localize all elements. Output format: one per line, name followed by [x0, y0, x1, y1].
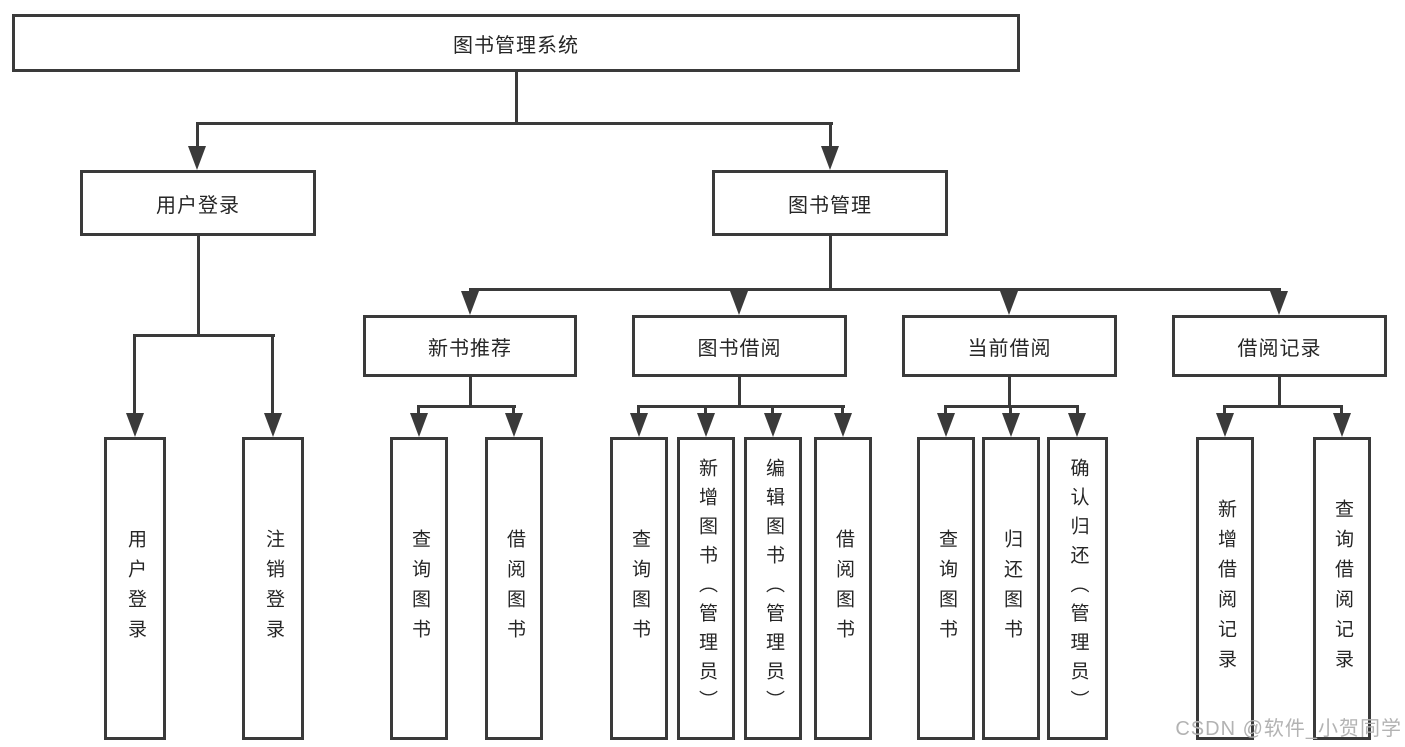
connector-book-mgmt-stem	[829, 236, 832, 290]
arrow-down-icon	[834, 413, 852, 437]
arrow-down-icon	[764, 413, 782, 437]
leaf-confirm-return-admin: 确认归还（管理员）	[1047, 437, 1108, 740]
arrow-down-icon	[188, 146, 206, 170]
arrow-down-icon	[461, 291, 479, 315]
connector-leaf-shaft	[771, 405, 774, 415]
node-borrow-records: 借阅记录	[1172, 315, 1387, 377]
connector-leaf-shaft	[1340, 405, 1343, 415]
leaf-query-books-current: 查询图书	[917, 437, 975, 740]
arrow-down-icon	[1000, 291, 1018, 315]
arrow-down-icon	[1333, 413, 1351, 437]
connector-root-stem	[515, 72, 518, 125]
arrow-down-icon	[1270, 291, 1288, 315]
leaf-query-borrow-record: 查询借阅记录	[1313, 437, 1371, 740]
leaf-return-books: 归还图书	[982, 437, 1040, 740]
arrow-down-icon	[1068, 413, 1086, 437]
leaf-borrow-books-recommend: 借阅图书	[485, 437, 543, 740]
leaf-query-books-recommend: 查询图书	[390, 437, 448, 740]
arrow-down-icon	[730, 291, 748, 315]
arrow-down-icon	[1002, 413, 1020, 437]
node-library-management-system: 图书管理系统	[12, 14, 1020, 72]
arrow-down-icon	[1216, 413, 1234, 437]
arrow-down-icon	[505, 413, 523, 437]
connector-leaf-shaft	[704, 405, 707, 415]
arrow-down-icon	[630, 413, 648, 437]
node-new-book-recommend: 新书推荐	[363, 315, 577, 377]
connector-book-borrow-stem	[738, 377, 741, 407]
node-book-management: 图书管理	[712, 170, 948, 236]
connector-leaf-shaft	[1009, 405, 1012, 415]
leaf-query-books-borrow: 查询图书	[610, 437, 668, 740]
connector-book-borrow-rail	[637, 405, 845, 408]
connector-book-mgmt-shaft	[829, 122, 832, 150]
connector-leaf-shaft	[133, 334, 136, 417]
leaf-edit-books-admin: 编辑图书（管理员）	[744, 437, 802, 740]
arrow-down-icon	[410, 413, 428, 437]
connector-leaf-shaft	[1076, 405, 1079, 415]
arrow-down-icon	[264, 413, 282, 437]
connector-current-borrow-stem	[1008, 377, 1011, 407]
connector-borrow-records-stem	[1278, 377, 1281, 407]
arrow-down-icon	[697, 413, 715, 437]
arrow-down-icon	[937, 413, 955, 437]
leaf-borrow-books: 借阅图书	[814, 437, 872, 740]
connector-leaf-shaft	[637, 405, 640, 415]
connector-leaf-shaft	[944, 405, 947, 415]
connector-leaf-shaft	[417, 405, 420, 415]
arrow-down-icon	[821, 146, 839, 170]
csdn-watermark: CSDN @软件_小贺同学	[1175, 718, 1402, 740]
connector-leaf-shaft	[512, 405, 515, 415]
connector-user-login-stem	[197, 236, 200, 336]
connector-leaf-shaft	[1223, 405, 1226, 415]
connector-user-login-shaft	[196, 122, 199, 150]
connector-leaf-shaft	[271, 334, 274, 417]
connector-level2-rail	[196, 122, 833, 125]
connector-borrow-records-rail	[1223, 405, 1343, 408]
leaf-add-books-admin: 新增图书（管理员）	[677, 437, 735, 740]
connector-leaf-shaft	[841, 405, 844, 415]
node-book-borrow: 图书借阅	[632, 315, 847, 377]
connector-new-book-stem	[469, 377, 472, 407]
leaf-add-borrow-record: 新增借阅记录	[1196, 437, 1254, 740]
connector-user-login-rail	[134, 334, 275, 337]
leaf-user-login: 用户登录	[104, 437, 166, 740]
arrow-down-icon	[126, 413, 144, 437]
connector-level3-rail	[469, 288, 1281, 291]
connector-new-book-rail	[417, 405, 516, 408]
node-current-borrow: 当前借阅	[902, 315, 1117, 377]
node-user-login: 用户登录	[80, 170, 316, 236]
leaf-logout: 注销登录	[242, 437, 304, 740]
